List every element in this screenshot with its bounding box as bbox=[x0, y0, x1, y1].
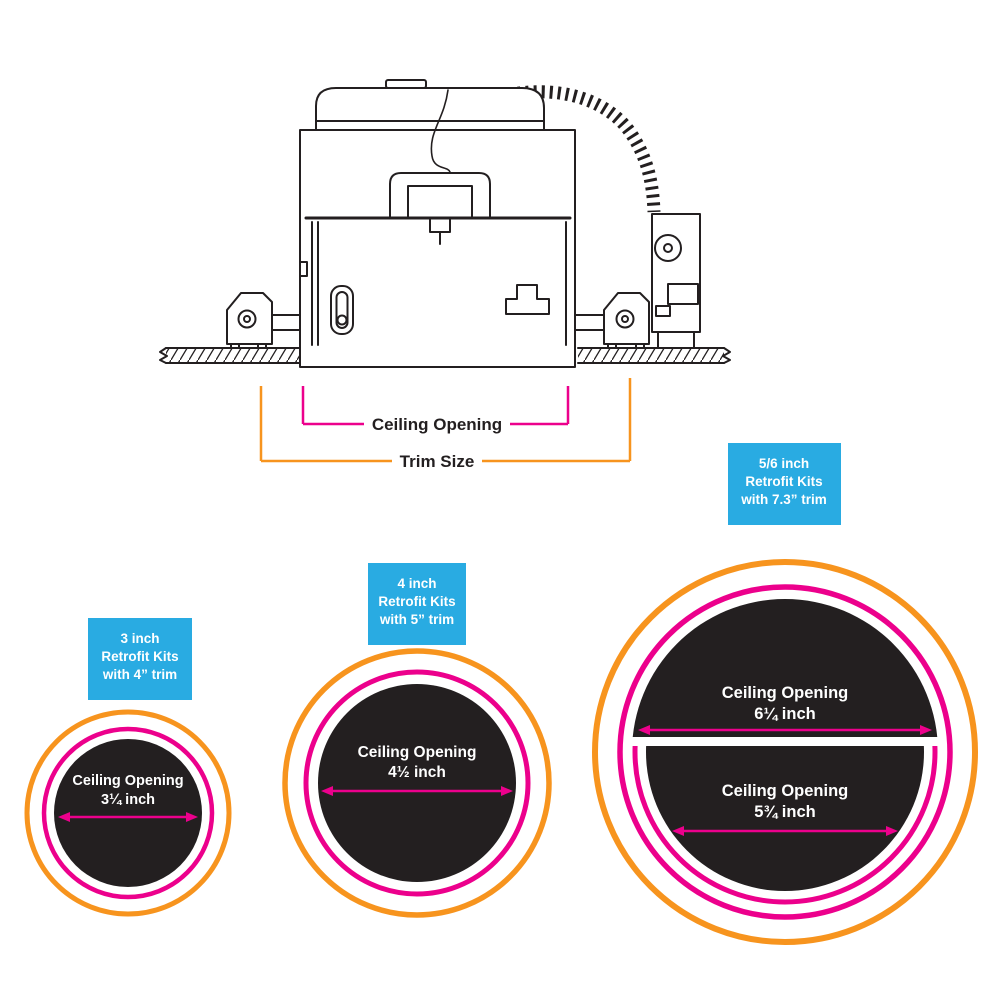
fixture-line-drawing bbox=[159, 79, 731, 368]
kit-5-6-inch-opening-ring-5 bbox=[632, 746, 938, 905]
trim-size-bracket-label: Trim Size bbox=[400, 452, 475, 471]
trim-size-bracket: Trim Size bbox=[259, 378, 632, 471]
kit-4-inch-diameter-arrow bbox=[321, 786, 513, 796]
kit-5-6-inch-label-line3: with 7.3” trim bbox=[740, 492, 827, 507]
ceiling-section-right bbox=[577, 347, 731, 364]
housing-dome bbox=[315, 79, 545, 131]
kit-3-inch-label-line2: Retrofit Kits bbox=[101, 649, 178, 664]
ceiling-section-left bbox=[159, 347, 303, 364]
kit-6-inch-opening-size: 6¼ inch bbox=[754, 705, 815, 723]
ceiling-opening-bracket: Ceiling Opening bbox=[301, 386, 570, 434]
kit-4-inch-label-box bbox=[368, 563, 466, 645]
kit-4-inch: 4 inch Retrofit Kits with 5” trim Ceilin… bbox=[282, 563, 552, 918]
kit-4-inch-label-line3: with 5” trim bbox=[379, 612, 454, 627]
kit-3-inch-label-box bbox=[88, 618, 192, 700]
hanger-bracket-left bbox=[226, 292, 301, 349]
kit-5-6-inch-trim-ring bbox=[592, 559, 978, 945]
kit-3-inch-opening-disc bbox=[54, 739, 202, 887]
ceiling-opening-bracket-label: Ceiling Opening bbox=[372, 415, 502, 434]
kit-4-inch-opening-label: Ceiling Opening bbox=[358, 744, 477, 761]
kit-6-inch-opening-disc bbox=[632, 599, 938, 737]
flex-conduit-coil bbox=[500, 85, 661, 213]
kit-6-inch-opening-label: Ceiling Opening bbox=[722, 684, 849, 702]
hanger-bracket-right bbox=[574, 292, 650, 349]
kit-3-inch-label-line1: 3 inch bbox=[120, 631, 159, 646]
kit-4-inch-opening-ring bbox=[303, 669, 531, 897]
can-body bbox=[299, 89, 576, 368]
kit-3-inch-opening-size: 3¼ inch bbox=[101, 792, 155, 808]
kit-3-inch: 3 inch Retrofit Kits with 4” trim Ceilin… bbox=[24, 618, 232, 917]
kit-5-6-inch: 5/6 inch Retrofit Kits with 7.3” trim Ce… bbox=[592, 443, 978, 945]
kit-3-inch-diameter-arrow bbox=[58, 812, 198, 822]
kit-3-inch-opening-ring bbox=[41, 726, 215, 900]
kit-4-inch-trim-ring bbox=[282, 648, 552, 918]
kit-5-6-inch-label-box bbox=[728, 443, 841, 525]
kit-4-inch-opening-size: 4½ inch bbox=[388, 764, 446, 781]
kit-5-6-inch-label-line2: Retrofit Kits bbox=[745, 474, 822, 489]
kit-3-inch-label-line3: with 4” trim bbox=[102, 667, 177, 682]
kit-3-inch-opening-label: Ceiling Opening bbox=[72, 773, 183, 789]
kit-4-inch-opening-disc bbox=[318, 684, 516, 882]
kit-4-inch-label-line1: 4 inch bbox=[397, 576, 436, 591]
kit-6-inch-diameter-arrow bbox=[638, 725, 932, 735]
kit-5-inch-opening-label: Ceiling Opening bbox=[722, 782, 849, 800]
kit-5-inch-opening-disc bbox=[646, 746, 924, 891]
junction-box bbox=[651, 213, 701, 349]
kit-5-6-inch-opening-ring-6 bbox=[617, 584, 953, 920]
kit-5-6-inch-label-line1: 5/6 inch bbox=[759, 456, 809, 471]
kit-5-inch-opening-size: 5¾ inch bbox=[754, 803, 815, 821]
kit-4-inch-label-line2: Retrofit Kits bbox=[378, 594, 455, 609]
kit-5-inch-diameter-arrow bbox=[672, 826, 898, 836]
kit-3-inch-trim-ring bbox=[24, 709, 232, 917]
